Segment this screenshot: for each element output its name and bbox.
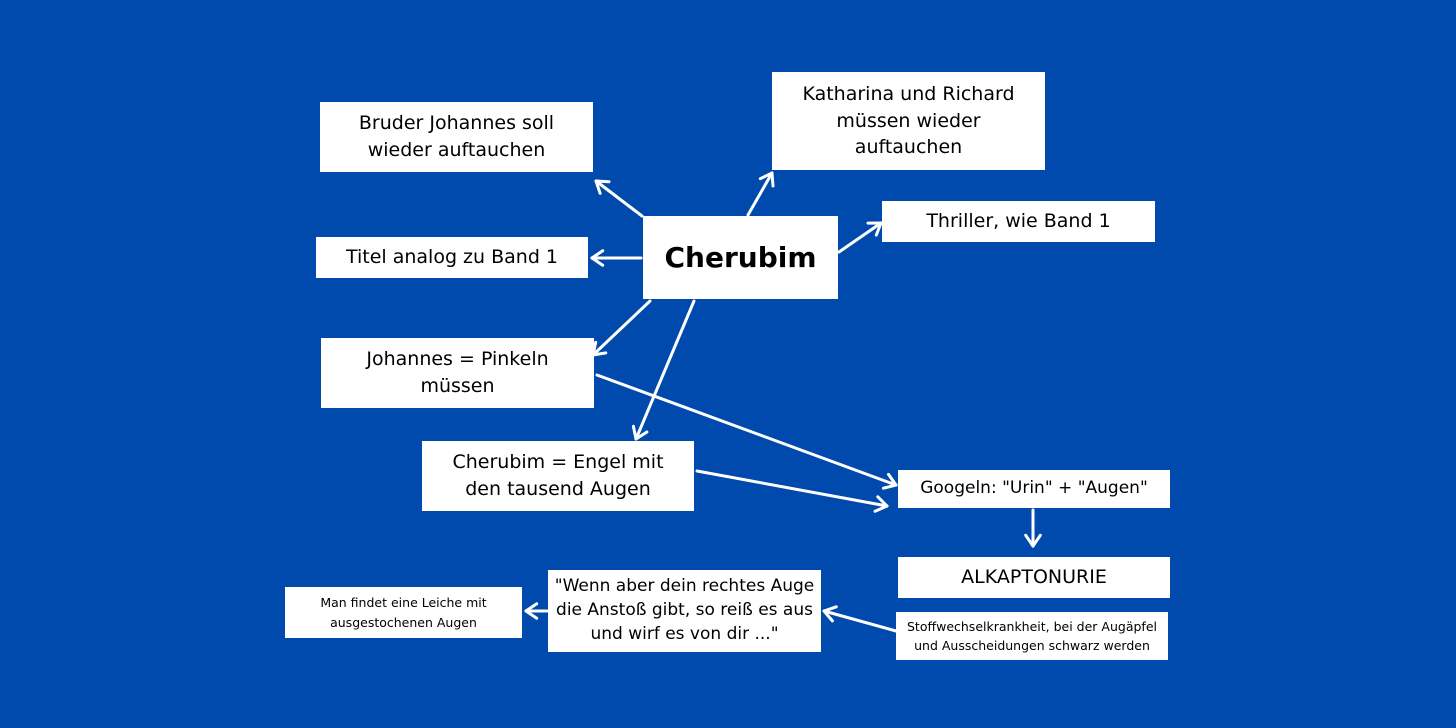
node-bruder-johannes: Bruder Johannes soll wieder auftauchen [320,102,593,172]
arrow-to-titel [590,249,643,267]
node-alkaptonurie: ALKAPTONURIE [898,557,1170,598]
central-node-label: Cherubim [664,240,817,274]
arrow-to-katharina [746,171,775,217]
node-label: Thriller, wie Band 1 [926,210,1111,233]
central-node-cherubim: Cherubim [643,216,838,299]
node-label: Katharina und Richard müssen wieder auft… [802,83,1015,159]
node-label: Cherubim = Engel mit den tausend Augen [452,451,664,500]
node-label: Bruder Johannes soll wieder auftauchen [358,112,555,161]
arrow-quote-to-leiche [524,602,549,620]
arrow-johannes-to-googeln [595,373,898,490]
arrow-to-cherubim-engel [631,299,696,441]
node-label: Stoffwechselkrankheit, bei der Augäpfel … [907,618,1157,653]
arrow-googeln-to-alkaptonurie [1024,508,1042,548]
node-label: Johannes = Pinkeln müssen [366,348,549,397]
arrow-cherubim-engel-to-googeln [695,469,889,513]
node-label: "Wenn aber dein rechtes Auge die Anstoß … [554,576,815,644]
node-label: Googeln: "Urin" + "Augen" [920,478,1148,499]
node-cherubim-engel: Cherubim = Engel mit den tausend Augen [422,441,694,511]
node-titel: Titel analog zu Band 1 [316,237,588,278]
node-label: Man findet eine Leiche mit ausgestochene… [320,595,487,630]
node-johannes-pinkeln: Johannes = Pinkeln müssen [321,338,594,408]
node-stoffwechsel: Stoffwechselkrankheit, bei der Augäpfel … [896,612,1168,660]
arrow-to-thriller [837,221,883,254]
node-bible-quote: "Wenn aber dein rechtes Auge die Anstoß … [548,570,821,652]
node-label: Titel analog zu Band 1 [345,246,559,269]
node-label: ALKAPTONURIE [961,566,1107,589]
node-thriller: Thriller, wie Band 1 [882,201,1155,242]
node-leiche: Man findet eine Leiche mit ausgestochene… [285,587,522,638]
arrow-to-bruder [594,179,644,218]
arrow-to-johannes [591,299,652,357]
node-googeln: Googeln: "Urin" + "Augen" [898,470,1170,508]
node-katharina-richard: Katharina und Richard müssen wieder auft… [772,72,1045,170]
arrow-stoffwechsel-to-quote [822,605,898,633]
